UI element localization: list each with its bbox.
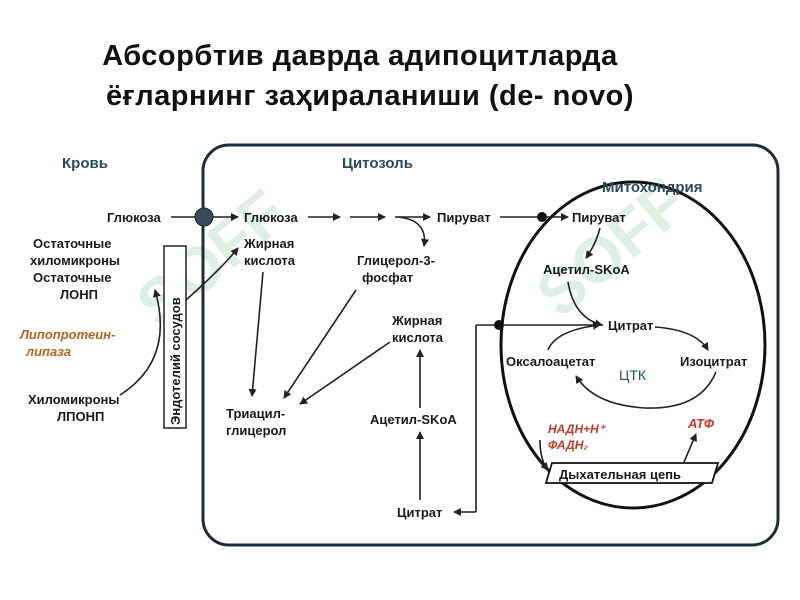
zone-mitochondria-label: Митохондрия [602,179,703,196]
glycerol3p-line2: фосфат [362,270,413,285]
nadh-label: НАДН+Н⁺ [548,422,607,436]
endothelium-label: Эндотелий сосудов [168,297,183,425]
arrow-fatty-acid2-to-tag [299,341,391,405]
zone-blood-label: Кровь [62,155,108,172]
pyruvate-mito: Пируват [572,210,626,225]
title-line-1: Абсорбтив даврда адипоцитларда [102,40,618,72]
glucose-blood: Глюкоза [107,210,161,225]
arrow-isocitrate-to-oxaloacetate [575,371,717,409]
arrow-lpl-remnants [119,289,162,396]
fatty-acid-1-line1: Жирная [243,236,294,251]
glucose-transporter [194,207,214,227]
arrow-endothelium-to-fatty-acid [185,247,239,301]
citrate-cytosol: Цитрат [397,505,442,520]
tag-line2: глицерол [226,423,286,438]
lipase-line1: Липопротеин- [19,327,115,342]
pyruvate-carrier [537,212,547,222]
arrow-nadh-to-chain [539,439,549,471]
cytosol-box [201,143,780,547]
chylo-line2: ЛПОНП [57,409,104,424]
atf-label: АТФ [687,416,715,431]
ctk-label: ЦТК [619,367,647,383]
arrow-to-glycerol3p [397,216,430,247]
citrate-mito: Цитрат [608,318,653,333]
remnant-vldl-line2: ЛОНП [60,287,98,302]
arrow-citrate-to-isocitrate [654,326,709,351]
arrow-chain-to-atf [683,433,697,463]
fatty-acid-2-line2: кислота [392,330,444,345]
fadh2-label: ФАДН₂ [548,438,588,452]
acetyl-scoa-mito: Ацетил-SKoA [543,262,630,277]
arrow-glycerol3p-to-tag [283,289,357,399]
glycerol3p-line1: Глицерол-3- [357,253,435,268]
arrow-oxaloacetate-to-citrate [547,321,601,351]
respiratory-chain-label: Дыхательная цепь [559,467,681,482]
arrow-fatty-acid1-to-tag [248,271,264,397]
lipase-line2: липаза [25,344,71,359]
endothelium-box [163,245,187,429]
remnant-chylo-line2: хиломикроны [30,253,120,268]
oxaloacetate: Оксалоацетат [506,354,595,369]
fatty-acid-1-line2: кислота [244,253,296,268]
mitochondria-ellipse [499,180,767,510]
acetyl-scoa-cytosol: Ацетил-SKoA [370,412,457,427]
pyruvate-cytosol: Пируват [437,210,491,225]
title-line-2: ёғларнинг заҳираланиши (de- novo) [105,80,635,112]
citrate-carrier [494,320,504,330]
isocitrate: Изоцитрат [680,354,747,369]
chylo-line1: Хиломикроны [28,392,119,407]
respiratory-chain-box [544,462,720,484]
tag-line1: Триацил- [226,406,285,421]
zone-cytosol-label: Цитозоль [342,155,413,172]
remnant-chylo-line1: Остаточные [33,236,111,251]
fatty-acid-2-line1: Жирная [391,313,442,328]
remnant-vldl-line1: Остаточные [33,270,111,285]
arrow-pdh [585,227,601,259]
glucose-cytosol: Глюкоза [244,210,298,225]
